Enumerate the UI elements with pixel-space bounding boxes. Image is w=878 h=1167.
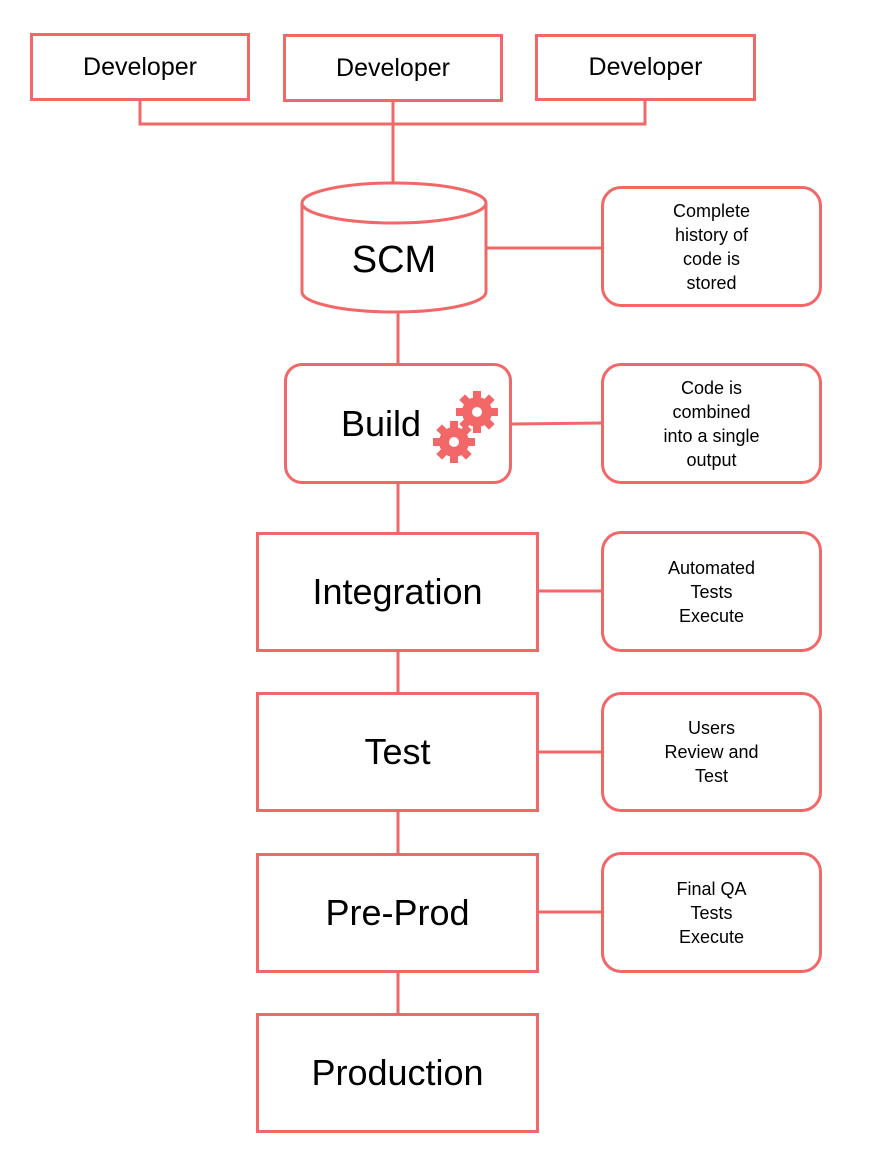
preprod-label: Pre-Prod [325,892,470,933]
developer-label: Developer [588,53,703,81]
note-line: Execute [678,926,745,947]
note-line: Test [694,766,728,786]
note-line: combined [672,401,751,422]
note-line: Tests [690,902,733,923]
note-line: output [686,449,737,470]
note-line: code is [682,248,741,269]
build-label: Build [341,402,422,444]
developer-box-1: Developer [30,33,250,101]
production-label: Production [311,1052,484,1093]
preprod-node: Pre-Prod [256,853,539,973]
note-line: Tests [690,581,733,602]
test-node: Test [256,692,539,812]
developer-box-3: Developer [535,34,756,101]
build-node: Build [284,363,512,484]
note-line: Final QA [676,878,747,899]
note-line: Code is [680,377,742,398]
production-node: Production [256,1013,539,1133]
note-integration: Automated Tests Execute [601,531,822,652]
note-line: Execute [678,605,745,626]
note-line: Complete [672,200,751,221]
scm-cylinder-body [300,203,488,314]
note-line: Review and [664,742,759,762]
note-test: Users Review and Test [601,692,822,812]
note-line: into a single [663,425,760,446]
developer-box-2: Developer [283,34,503,102]
gears-icon [433,391,498,463]
note-line: Users [687,718,735,738]
note-preprod: Final QA Tests Execute [601,852,822,973]
note-line: stored [686,272,737,293]
scm-label: SCM [351,238,437,281]
scm-cylinder-top [300,181,488,225]
note-scm: Complete history of code is stored [601,186,822,307]
integration-node: Integration [256,532,539,652]
connector-build-note [510,421,604,426]
scm-node: SCM [302,225,486,295]
test-label: Test [364,731,431,772]
note-line: Automated [667,557,756,578]
note-build: Code is combined into a single output [601,363,822,484]
note-line: history of [674,224,748,245]
developer-label: Developer [83,52,197,81]
developer-label: Developer [336,53,450,82]
integration-label: Integration [312,571,483,612]
